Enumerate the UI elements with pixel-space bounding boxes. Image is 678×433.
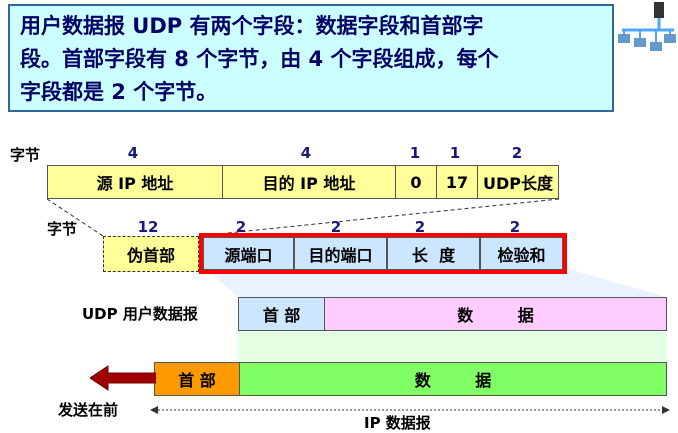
field-source-ip: 源 IP 地址: [47, 165, 223, 199]
field-udp-length: UDP长度: [477, 165, 559, 199]
field-protocol-17: 17: [436, 165, 478, 199]
udp-datagram-data: 数 据: [324, 297, 667, 331]
ip-datagram-label: IP 数据报: [360, 412, 435, 433]
ip-size-2: 4: [300, 144, 312, 162]
udp-size-2: 2: [235, 218, 247, 236]
intro-line-2: 段。首部字段有 8 个字节，由 4 个字段组成，每个: [20, 47, 499, 71]
field-length: 长 度: [387, 237, 480, 270]
ip-datagram-data: 数 据: [239, 362, 667, 396]
intro-box: 用户数据报 UDP 有两个字段：数据字段和首部字 段。首部字段有 8 个字节，由…: [8, 4, 614, 112]
field-dest-port: 目的端口: [294, 237, 387, 270]
field-dest-ip: 目的 IP 地址: [222, 165, 396, 199]
pseudo-header-box: 伪首部: [103, 236, 199, 272]
udp-header-outline: 源端口 目的端口 长 度 检验和: [199, 233, 567, 274]
field-checksum: 检验和: [480, 237, 563, 270]
ip-size-3: 1: [409, 144, 421, 162]
ip-size-4: 1: [449, 144, 461, 162]
udp-unit-label: 字节: [47, 220, 78, 238]
udp-datagram-header: 首 部: [238, 297, 325, 331]
ip-size-1: 4: [127, 144, 139, 162]
intro-line-3: 字段都是 2 个字节。: [20, 80, 218, 104]
send-direction-arrow-icon: [90, 365, 156, 391]
udp-size-5: 2: [509, 218, 521, 236]
ip-datagram-span: [150, 406, 670, 414]
field-source-port: 源端口: [203, 237, 294, 270]
intro-line-1: 用户数据报 UDP 有两个字段：数据字段和首部字: [20, 14, 484, 38]
network-computers-icon: [616, 0, 678, 60]
udp-size-1: 12: [137, 218, 159, 236]
send-first-label: 发送在前: [58, 401, 119, 419]
ip-datagram-header: 首 部: [154, 362, 240, 396]
udp-size-3: 2: [330, 218, 342, 236]
udp-size-4: 2: [414, 218, 426, 236]
udp-datagram-label: UDP 用户数据报: [82, 305, 198, 323]
ip-unit-label: 字节: [10, 146, 41, 164]
ip-size-5: 2: [511, 144, 523, 162]
field-zero: 0: [395, 165, 437, 199]
